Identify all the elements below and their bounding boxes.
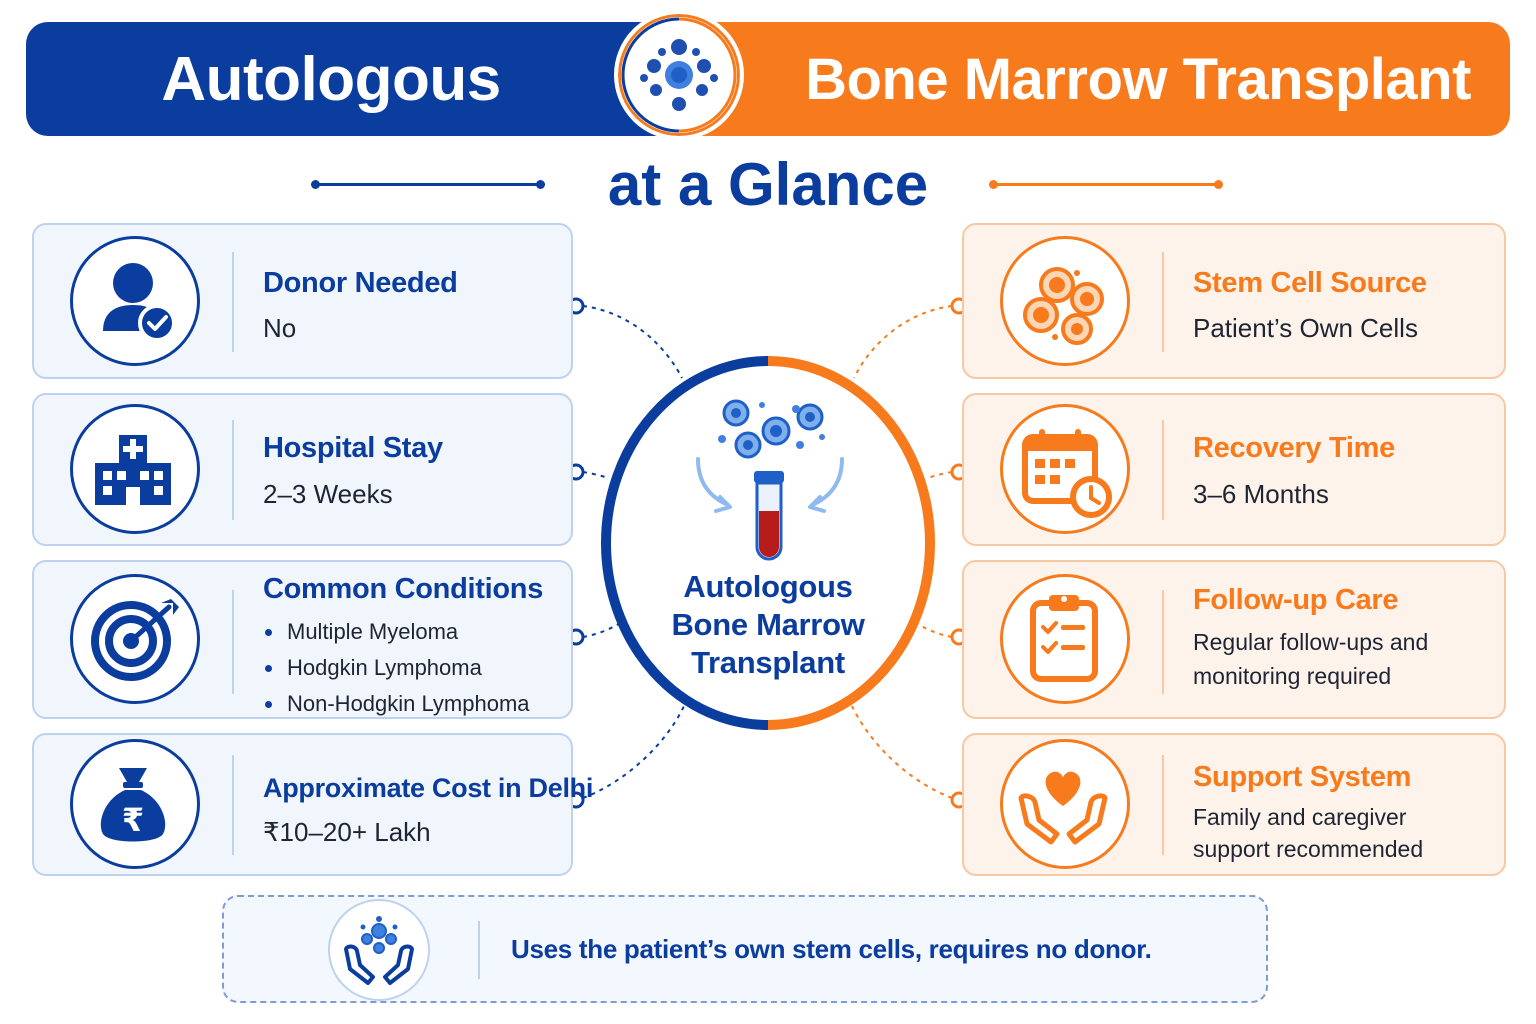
card-value-line-2: monitoring required: [1193, 663, 1392, 689]
card-divider: [232, 590, 234, 694]
hospital-icon: [95, 435, 171, 505]
card-value-line-1: Family and caregiver: [1193, 804, 1407, 830]
cells-icon: [1023, 267, 1104, 345]
card-donor-needed: Donor Needed No: [32, 223, 573, 379]
subtitle-at-a-glance: at a Glance: [607, 151, 929, 218]
card-title: Support System: [1193, 761, 1412, 793]
card-title: Common Conditions: [263, 573, 544, 605]
card-stem-cell-source: Stem Cell Source Patient’s Own Cells: [962, 223, 1506, 379]
cell-cluster-icon: [621, 17, 737, 133]
card-divider: [232, 252, 234, 352]
center-label-line-1: Autologous: [683, 569, 853, 604]
curved-arrow-left-icon: [696, 457, 732, 513]
card-divider: [232, 755, 234, 855]
banner-right-panel: [686, 22, 1510, 136]
card-icon-circle: [70, 236, 200, 366]
hands-cells-icon: [344, 916, 414, 985]
connector-right-2: [927, 471, 953, 479]
card-divider: [1162, 755, 1164, 855]
clipboard-checklist-icon: [1030, 595, 1098, 682]
card-hospital-stay: Hospital Stay 2–3 Weeks: [32, 393, 573, 546]
header-banner: Autologous Bone Marrow Transplant: [26, 22, 1510, 136]
subtitle-line-left: [311, 180, 545, 189]
card-title: Approximate Cost in Delhi: [263, 773, 594, 803]
card-divider: [1162, 420, 1164, 520]
money-bag-icon: ₹: [100, 768, 166, 842]
calendar-clock-icon: [1022, 429, 1112, 518]
subtitle-line-right: [989, 180, 1223, 189]
curved-arrow-right-icon: [808, 457, 844, 513]
footer-divider: [478, 921, 480, 979]
card-icon-circle: [1000, 404, 1130, 534]
center-label-line-3: Transplant: [691, 645, 845, 680]
card-follow-up-care: Follow-up Care Regular follow-ups and mo…: [962, 560, 1506, 719]
card-value: 2–3 Weeks: [263, 479, 393, 509]
card-value: Patient’s Own Cells: [1193, 313, 1418, 343]
list-item: Hodgkin Lymphoma: [263, 650, 530, 686]
target-icon: [91, 599, 179, 681]
card-value: No: [263, 313, 297, 343]
hands-heart-icon: [1018, 771, 1108, 845]
user-check-icon: [103, 263, 176, 342]
card-title: Hospital Stay: [263, 432, 443, 464]
connector-right-4: [851, 705, 953, 799]
connector-right-1: [853, 305, 953, 379]
card-value-line-1: Regular follow-ups and: [1193, 629, 1429, 655]
list-item: Multiple Myeloma: [263, 614, 530, 650]
footer-icon-circle: [328, 899, 430, 1001]
stem-cells-icon: [718, 399, 825, 459]
connector-left-4: [582, 705, 685, 799]
card-value-line-2: support recommended: [1193, 836, 1424, 862]
footer-summary-box: Uses the patient’s own stem cells, requi…: [222, 895, 1268, 1003]
card-icon-circle: [1000, 739, 1130, 869]
conditions-list: Multiple Myeloma Hodgkin Lymphoma Non-Ho…: [263, 614, 530, 722]
card-icon-circle: [1000, 574, 1130, 704]
card-divider: [1162, 590, 1164, 694]
card-title: Donor Needed: [263, 267, 458, 299]
card-title: Stem Cell Source: [1193, 267, 1427, 299]
card-recovery-time: Recovery Time 3–6 Months: [962, 393, 1506, 546]
banner-cells-badge: [614, 10, 744, 140]
card-icon-circle: ₹: [70, 739, 200, 869]
card-icon-circle: [70, 404, 200, 534]
title-bone-marrow-transplant: Bone Marrow Transplant: [805, 46, 1471, 112]
card-icon-circle: [70, 574, 200, 704]
banner-left-panel: [26, 22, 686, 136]
card-value: 3–6 Months: [1193, 479, 1329, 509]
card-support-system: Support System Family and caregiver supp…: [962, 733, 1506, 876]
center-label-line-2: Bone Marrow: [671, 607, 865, 642]
card-divider: [232, 420, 234, 520]
center-transplant-circle: [601, 356, 935, 730]
blood-test-tube-icon: [754, 471, 784, 561]
title-autologous: Autologous: [161, 44, 501, 114]
footer-text: Uses the patient’s own stem cells, requi…: [511, 934, 1152, 964]
card-value: ₹10–20+ Lakh: [263, 817, 431, 847]
rupee-glyph: ₹: [122, 801, 144, 839]
card-title: Follow-up Care: [1193, 584, 1399, 616]
card-title: Recovery Time: [1193, 432, 1395, 464]
card-divider: [1162, 252, 1164, 352]
connector-left-2: [582, 471, 609, 479]
card-approximate-cost: ₹ Approximate Cost in Delhi ₹10–20+ Lakh: [32, 733, 593, 876]
card-icon-circle: [1000, 236, 1130, 366]
card-common-conditions: Common Conditions Multiple Myeloma Hodgk…: [32, 560, 573, 719]
center-label: Autologous Bone Marrow Transplant: [620, 568, 916, 682]
subtitle-row: at a Glance: [0, 150, 1536, 220]
list-item: Non-Hodgkin Lymphoma: [263, 686, 530, 722]
connector-left-1: [582, 305, 683, 379]
